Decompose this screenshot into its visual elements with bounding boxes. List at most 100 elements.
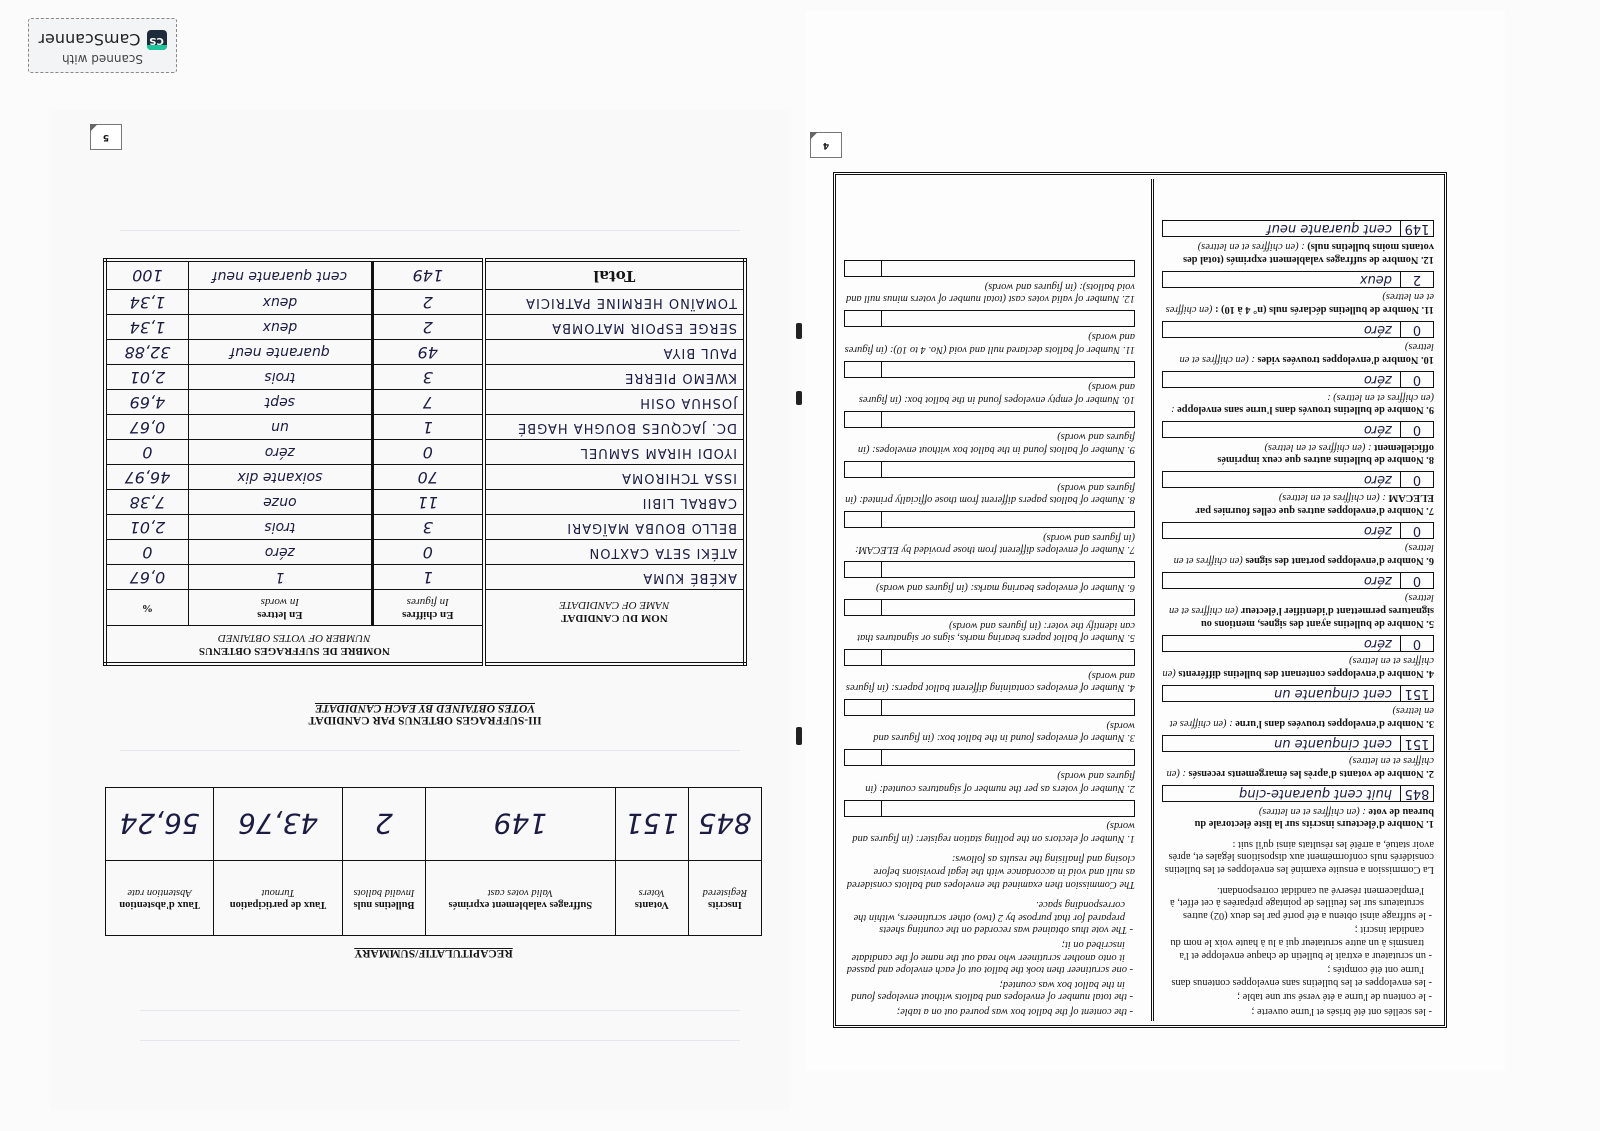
- en-answer-field[interactable]: [844, 460, 1135, 478]
- answer-words[interactable]: zéro: [1363, 522, 1392, 538]
- en-answer-field[interactable]: [844, 598, 1135, 616]
- en-answer-field[interactable]: [844, 360, 1135, 378]
- answer-figure[interactable]: [881, 650, 1134, 666]
- answer-figure[interactable]: 2: [1400, 271, 1433, 287]
- fr-bullet: - le suffrage ainsi obtenu a été porté p…: [1170, 884, 1432, 921]
- answer-words[interactable]: [845, 562, 881, 577]
- fr-answer-field[interactable]: 0 zéro: [1162, 421, 1434, 439]
- candidate-row: Iyodi Hiram Samuel0zéro0: [105, 440, 745, 465]
- answer-words[interactable]: zéro: [1363, 321, 1392, 337]
- votes-figures: 0: [372, 440, 484, 465]
- answer-words[interactable]: zéro: [1363, 372, 1392, 387]
- answer-words[interactable]: [845, 362, 881, 377]
- candidate-name: Bello Bouba Maïgari: [483, 515, 745, 540]
- answer-words[interactable]: [845, 412, 881, 427]
- en-answer-field[interactable]: [844, 799, 1135, 817]
- answer-words[interactable]: zéro: [1363, 635, 1392, 651]
- answer-figure[interactable]: [881, 700, 1134, 716]
- summary-value: 149: [425, 787, 616, 861]
- answer-figure[interactable]: [881, 361, 1134, 377]
- answer-words[interactable]: [845, 751, 881, 766]
- answer-figure[interactable]: 0: [1400, 372, 1433, 387]
- answer-figure[interactable]: [881, 261, 1134, 277]
- fr-answer-field[interactable]: 0 zéro: [1162, 571, 1434, 589]
- candidate-name: Dc. Jacques Bougha Hagbé: [483, 415, 745, 440]
- answer-words[interactable]: [845, 650, 881, 665]
- answer-figure[interactable]: [881, 800, 1134, 816]
- answer-figure[interactable]: 151: [1400, 685, 1433, 701]
- en-answer-field[interactable]: [844, 649, 1135, 667]
- votes-figures: 1: [372, 565, 484, 590]
- answer-words[interactable]: [845, 801, 881, 816]
- answer-figure[interactable]: [881, 311, 1134, 327]
- en-answer-field[interactable]: [844, 260, 1135, 278]
- answer-figure[interactable]: [881, 411, 1134, 427]
- fr-question-number: 5.: [1426, 617, 1434, 629]
- fr-answer-field[interactable]: 0 zéro: [1162, 521, 1434, 539]
- camscanner-watermark: Scanned with CS CamScanner: [28, 18, 177, 73]
- answer-figure[interactable]: [881, 750, 1134, 766]
- answer-figure[interactable]: 0: [1400, 572, 1433, 588]
- form-french-column: - les scellés ont été brisés et l'urne o…: [1151, 179, 1444, 1021]
- answer-words[interactable]: cent quarante neuf: [1267, 221, 1392, 237]
- answer-words[interactable]: [845, 462, 881, 477]
- summary-header-fr: Votants: [634, 899, 669, 910]
- fr-answer-field[interactable]: 151 cent cinquante un: [1162, 684, 1434, 702]
- answer-words[interactable]: cent cinquante un: [1273, 685, 1392, 701]
- answer-words[interactable]: huit cent quarante-cinq: [1239, 786, 1392, 802]
- en-answer-field[interactable]: [844, 699, 1135, 717]
- fr-answer-field[interactable]: 2 deux: [1162, 270, 1434, 288]
- en-answer-field[interactable]: [844, 561, 1135, 579]
- answer-words[interactable]: zéro: [1363, 572, 1392, 588]
- fr-answer-field[interactable]: 149 cent quarante neuf: [1162, 220, 1434, 238]
- answer-figure[interactable]: 0: [1400, 635, 1433, 651]
- answer-words[interactable]: cent cinquante un: [1273, 735, 1392, 751]
- fr-question-number: 7.: [1426, 504, 1434, 516]
- fr-answer-field[interactable]: 151 cent cinquante un: [1162, 734, 1434, 752]
- answer-figure[interactable]: [881, 512, 1134, 528]
- en-answer-field[interactable]: [844, 410, 1135, 428]
- fr-answer-field[interactable]: 845 huit cent quarante-cinq: [1162, 785, 1434, 803]
- en-question-number: 12.: [1122, 293, 1135, 305]
- answer-words[interactable]: zéro: [1363, 422, 1392, 438]
- summary-header-fr: Taux d'abstention: [119, 899, 200, 910]
- answer-figure[interactable]: 151: [1400, 735, 1433, 751]
- answer-words[interactable]: deux: [1359, 271, 1392, 287]
- answer-figure[interactable]: 0: [1400, 422, 1433, 438]
- fr-answer-field[interactable]: 0 zéro: [1162, 634, 1434, 652]
- answer-words[interactable]: [845, 700, 881, 715]
- en-question-number: 2.: [1127, 782, 1135, 794]
- en-question: 9. Number of ballots found in the ballot…: [844, 410, 1135, 455]
- votes-figures: 3: [372, 515, 484, 540]
- en-question-label: Number of ballots declared null and void…: [844, 331, 1135, 355]
- fr-bullet: - les scellés ont été brisés et l'urne o…: [1251, 1006, 1432, 1017]
- answer-words[interactable]: [845, 311, 881, 326]
- votes-figures: 2: [372, 290, 484, 315]
- en-answer-field[interactable]: [844, 749, 1135, 767]
- answer-words[interactable]: [845, 512, 881, 527]
- fr-answer-field[interactable]: 0 zéro: [1162, 320, 1434, 338]
- en-answer-field[interactable]: [844, 310, 1135, 328]
- answer-figure[interactable]: [881, 599, 1134, 615]
- answer-figure[interactable]: 0: [1400, 472, 1433, 488]
- fr-question-number: 4.: [1426, 667, 1434, 679]
- answer-figure[interactable]: [881, 461, 1134, 477]
- answer-words[interactable]: zéro: [1363, 472, 1392, 488]
- answer-figure[interactable]: 0: [1400, 321, 1433, 337]
- bleed-line: [120, 750, 740, 751]
- answer-figure[interactable]: [881, 562, 1134, 578]
- form-english-column: - the content of the ballot box was pour…: [836, 179, 1145, 1021]
- bleed-line: [140, 1010, 740, 1011]
- candidate-name: Iyodi Hiram Samuel: [483, 440, 745, 465]
- fr-answer-field[interactable]: 0 zéro: [1162, 471, 1434, 489]
- answer-words[interactable]: [845, 600, 881, 615]
- fr-answer-field[interactable]: 0 zéro: [1162, 371, 1434, 388]
- answer-figure[interactable]: 845: [1400, 786, 1433, 802]
- total-figures: 149: [372, 260, 484, 290]
- answer-words[interactable]: [845, 261, 881, 276]
- answer-figure[interactable]: 149: [1400, 221, 1433, 237]
- summary-value: 43,76: [213, 787, 343, 861]
- answer-figure[interactable]: 0: [1400, 522, 1433, 538]
- en-answer-field[interactable]: [844, 511, 1135, 529]
